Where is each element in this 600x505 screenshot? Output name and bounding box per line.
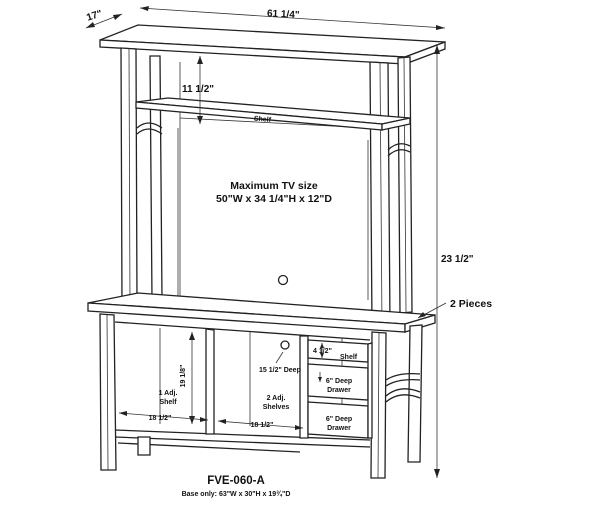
width-dimension-line <box>139 6 446 30</box>
hutch-shelf-label: Shelf <box>254 115 272 124</box>
tv-size-title: Maximum TV size <box>230 180 318 192</box>
pieces-leader-line <box>417 302 447 319</box>
hutch-left-post <box>120 47 163 306</box>
width-label: 61 1/4" <box>267 8 300 21</box>
drawer-1-label-2: Drawer <box>327 387 351 394</box>
hutch-side-braces <box>136 122 411 157</box>
cable-port-hutch <box>277 274 289 286</box>
center-depth-label: 15 1/2" Deep <box>259 367 301 374</box>
base-only-dimensions: Base only: 63"W x 30"H x 19¾"D <box>182 490 291 498</box>
left-opening-height-line <box>189 332 195 424</box>
total-height-label: 23 1/2" <box>441 254 474 265</box>
base-right-leg <box>370 324 423 479</box>
base-cabinet-frame <box>114 321 371 456</box>
hutch-gap-dimension-line <box>197 56 203 124</box>
hutch-shelf <box>135 97 411 131</box>
left-width-line <box>118 411 209 422</box>
drawer-shelf-height-line <box>318 343 324 382</box>
height-dimension-line <box>434 45 440 478</box>
tv-size-value: 50"W x 34 1/4"H x 12"D <box>216 193 332 205</box>
depth-label: 17" <box>85 8 104 23</box>
model-number: FVE-060-A <box>207 475 265 487</box>
drawer-2-label-2: Drawer <box>327 425 351 432</box>
center-width-line <box>217 419 304 430</box>
hutch-top <box>99 24 446 65</box>
base-side-braces <box>385 372 421 403</box>
drawer-2-label-1: 6" Deep <box>326 416 352 423</box>
left-adj-shelf-label-1: 1 Adj. <box>159 390 178 397</box>
base-left-leg <box>99 313 117 471</box>
hutch-gap-label: 11 1/2" <box>182 84 214 95</box>
cable-port-base <box>280 340 290 350</box>
left-opening-height-label: 19 1/8" <box>180 365 187 388</box>
base-top <box>87 292 436 333</box>
right-shelf-label: Shelf <box>340 354 358 361</box>
left-adj-shelf-label-2: Shelf <box>159 399 177 406</box>
hutch-right-post <box>369 56 413 326</box>
pieces-label: 2 Pieces <box>450 298 492 310</box>
center-depth-arrow <box>275 351 284 364</box>
depth-dimension-line <box>85 13 123 29</box>
drawer-shelf-height-label: 4 1/2" <box>313 348 332 355</box>
center-width-label: 18 1/2" <box>251 422 274 429</box>
center-adj-shelves-label-1: 2 Adj. <box>267 395 286 402</box>
drawer-1-label-1: 6" Deep <box>326 378 352 385</box>
left-width-label: 18 1/2" <box>149 415 172 422</box>
center-adj-shelves-label-2: Shelves <box>263 404 290 411</box>
